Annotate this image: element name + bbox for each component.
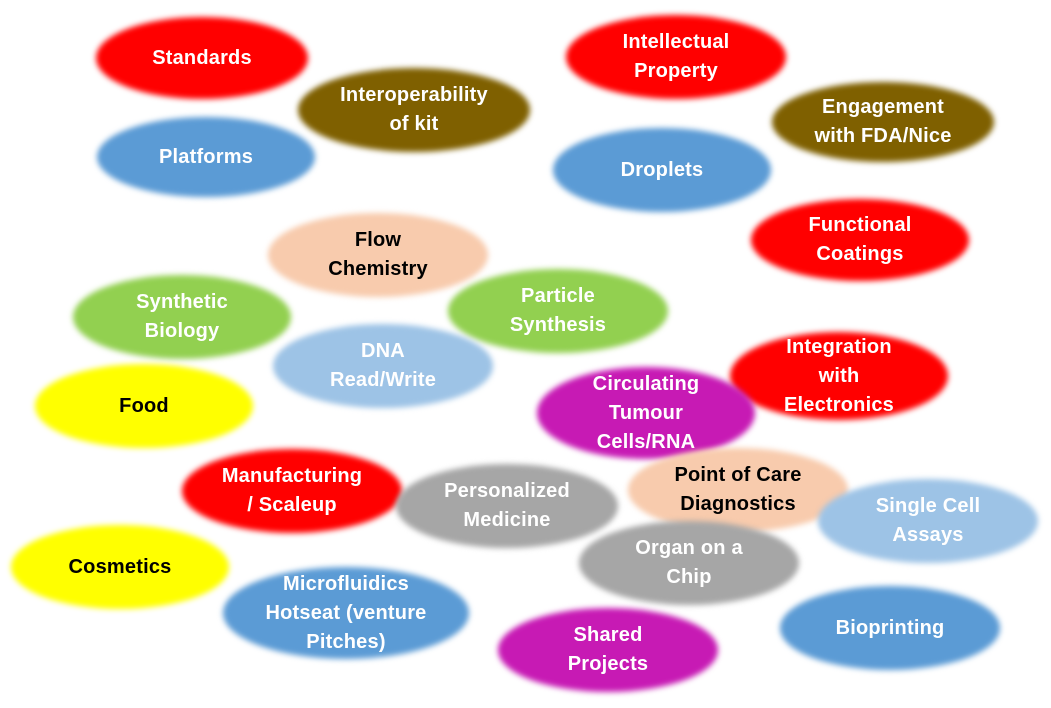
topic-label: Bioprinting [835, 616, 945, 639]
topic-label: Manufacturing / Scaleup [221, 465, 363, 516]
topic-bubble [818, 479, 1038, 563]
topic-bubble [537, 367, 755, 459]
topic-label: Microfluidics Hotseat (venture Pitches) [265, 572, 427, 653]
topic-bubble [448, 269, 668, 353]
topic-bubble [97, 117, 315, 197]
topic-bubble [751, 199, 969, 281]
topic-bubble [35, 364, 253, 448]
topic-label: Shared Projects [567, 624, 649, 675]
topic-label: Point of Care Diagnostics [674, 464, 802, 515]
topic-label: Droplets [620, 158, 704, 181]
topic-bubble [223, 567, 469, 659]
topic-bubble [772, 82, 994, 162]
topic-label: Platforms [158, 145, 254, 168]
topic-label: Engagement with FDA/Nice [814, 96, 952, 147]
topic-bubble [730, 332, 948, 420]
topic-bubble [11, 525, 229, 609]
topic-label: Synthetic Biology [136, 291, 228, 342]
topic-label: Intellectual Property [622, 31, 730, 82]
topic-label: Standards [152, 46, 252, 69]
topic-label: Organ on a Chip [635, 537, 743, 588]
topic-label: DNA Read/Write [329, 340, 437, 391]
topic-label: Flow Chemistry [328, 229, 428, 280]
topic-bubble [273, 324, 493, 408]
topic-label: Cosmetics [68, 555, 172, 578]
topic-bubble [579, 521, 799, 605]
topic-bubble [182, 449, 402, 533]
topic-label: Integration with Electronics [783, 335, 895, 416]
topic-bubble [73, 275, 291, 359]
topic-label: Personalized Medicine [444, 480, 570, 531]
topic-bubble [298, 68, 530, 152]
topic-bubble [553, 128, 771, 212]
topic-bubble [780, 586, 1000, 670]
topic-label: Food [119, 394, 169, 417]
topic-label: Particle Synthesis [509, 285, 607, 336]
topic-bubble [96, 17, 308, 99]
topic-bubble [566, 15, 786, 99]
topic-label: Functional Coatings [808, 214, 912, 265]
topic-bubble [498, 608, 718, 692]
topic-label: Interoperability of kit [340, 84, 488, 135]
topic-bubble [628, 448, 848, 532]
topic-label: Single Cell Assays [875, 495, 981, 546]
topic-bubble [268, 213, 488, 297]
topic-bubble [396, 464, 618, 548]
topic-label: Circulating Tumour Cells/RNA [592, 372, 700, 453]
